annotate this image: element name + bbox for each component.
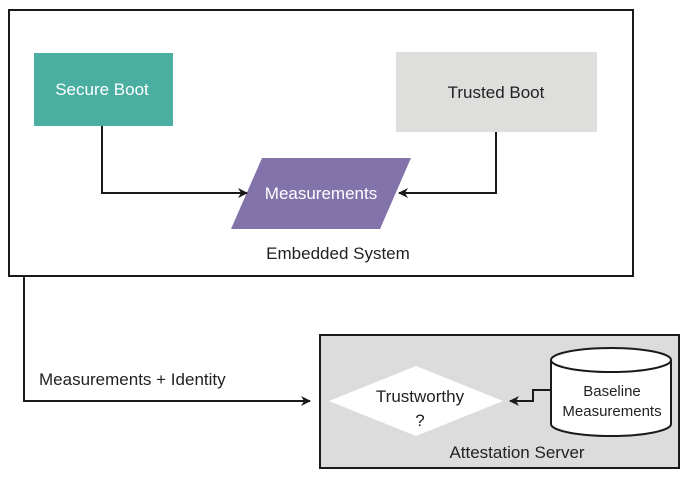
secure-boot-label: Secure Boot xyxy=(55,80,149,99)
arrow-trusted-boot-to-measurements xyxy=(398,132,497,198)
embedded-system-label: Embedded System xyxy=(266,244,410,263)
measurements-parallelogram xyxy=(231,158,411,229)
attestation-server-label: Attestation Server xyxy=(449,443,584,462)
baseline-database-top xyxy=(550,347,672,373)
secure-boot-box xyxy=(34,53,173,126)
measurements-label: Measurements xyxy=(265,184,377,203)
trustworthy-label: Trustworthy xyxy=(376,387,465,406)
baseline-label-line2: Measurements xyxy=(562,403,661,420)
baseline-database-cylinder xyxy=(550,360,672,437)
trustworthy-decision-diamond xyxy=(329,366,503,436)
measurements-identity-edge-label: Measurements + Identity xyxy=(39,370,226,389)
arrow-baseline-to-trustworthy xyxy=(509,389,551,406)
trustworthy-question-mark: ? xyxy=(415,411,424,430)
trusted-boot-box xyxy=(396,52,597,132)
trusted-boot-label: Trusted Boot xyxy=(448,83,545,102)
arrow-secure-boot-to-measurements xyxy=(101,126,248,198)
arrow-embedded-to-attestation xyxy=(23,276,311,406)
baseline-label-line1: Baseline xyxy=(583,383,641,400)
